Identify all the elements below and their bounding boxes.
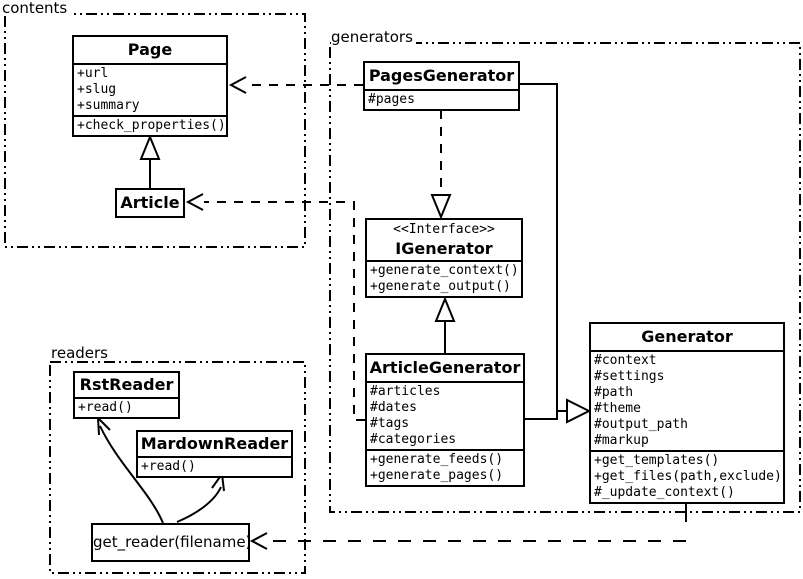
class-articlegenerator-attributes: #articles #dates #tags #categories — [367, 381, 523, 449]
class-articlegenerator-name: ArticleGenerator — [369, 358, 521, 377]
readers-package-label: readers — [51, 345, 111, 361]
attribute: #output_path — [594, 417, 688, 432]
contents-package-frame — [4, 13, 306, 248]
edge-generator-uses-getreader — [249, 502, 687, 550]
open-arrowhead-icon — [228, 76, 247, 94]
edge-article-extends-page — [139, 134, 161, 188]
class-pagesgenerator-attributes: #pages — [365, 89, 518, 109]
method: +generate_context() — [370, 263, 519, 278]
class-pagesgenerator: PagesGenerator #pages — [363, 61, 520, 111]
edge-articlegenerator-uses-article — [185, 193, 365, 421]
contents-package-label: contents — [2, 0, 71, 16]
attribute: #categories — [370, 432, 457, 447]
readers-package-frame — [49, 361, 306, 574]
method: +check_properties() — [77, 118, 226, 133]
interface-igenerator: <<Interface>> IGenerator +generate_conte… — [365, 218, 523, 298]
method: +generate_pages() — [370, 468, 504, 483]
method: +generate_output() — [370, 279, 511, 294]
edge-pagesgenerator-implements-igenerator — [430, 110, 452, 220]
class-pagesgenerator-name: PagesGenerator — [368, 66, 515, 85]
attribute: #settings — [594, 369, 665, 384]
attribute: +summary — [77, 98, 140, 113]
class-page-methods: +check_properties() — [74, 115, 226, 135]
attribute: #path — [594, 385, 634, 400]
generators-package-label: generators — [331, 29, 416, 45]
class-generator: Generator #context #settings #path #them… — [589, 322, 785, 504]
edge-getreader-creates-mardownreader — [176, 471, 225, 523]
attribute: +url — [77, 66, 109, 81]
interface-igenerator-methods: +generate_context() +generate_output() — [367, 260, 521, 296]
inheritance-triangle-icon — [139, 134, 161, 160]
attribute: +slug — [77, 82, 117, 97]
open-arrowhead-icon — [185, 193, 204, 211]
method: #_update_context() — [594, 485, 735, 500]
inheritance-triangle-icon — [434, 296, 456, 322]
class-mardownreader-name: MardownReader — [140, 434, 289, 453]
class-mardownreader: MardownReader +read() — [136, 430, 293, 478]
method: +generate_feeds() — [370, 452, 504, 467]
inheritance-triangle-icon — [566, 398, 592, 424]
class-article-name: Article — [120, 193, 180, 212]
class-rstreader-methods: +read() — [75, 397, 178, 417]
edge-generators-extend-generator — [520, 83, 592, 424]
open-arrowhead-icon — [249, 532, 268, 550]
class-generator-methods: +get_templates() +get_files(path,exclude… — [591, 450, 783, 502]
function-get-reader: get_reader(filename) — [91, 523, 251, 562]
method: +read() — [141, 459, 196, 474]
inheritance-triangle-icon — [430, 194, 452, 220]
method: +get_files(path,exclude) — [594, 469, 782, 484]
attribute: #context — [594, 353, 657, 368]
class-articlegenerator-methods: +generate_feeds() +generate_pages() — [367, 449, 523, 485]
interface-igenerator-header: <<Interface>> IGenerator — [367, 220, 521, 260]
class-page-attributes: +url +slug +summary — [74, 63, 226, 115]
class-generator-name: Generator — [641, 327, 733, 346]
class-articlegenerator: ArticleGenerator #articles #dates #tags … — [365, 353, 525, 487]
edge-articlegenerator-implements-igenerator — [434, 296, 456, 353]
attribute: #markup — [594, 433, 649, 448]
class-page: Page +url +slug +summary +check_properti… — [72, 35, 228, 137]
class-article: Article — [115, 188, 185, 218]
class-mardownreader-methods: +read() — [138, 456, 291, 476]
generators-package-frame — [329, 42, 801, 513]
attribute: #dates — [370, 400, 417, 415]
method: +read() — [78, 400, 133, 415]
attribute: #theme — [594, 401, 641, 416]
class-generator-attributes: #context #settings #path #theme #output_… — [591, 350, 783, 450]
class-rstreader: RstReader +read() — [73, 371, 180, 419]
attribute: #articles — [370, 384, 441, 399]
edge-pagesgenerator-uses-page — [228, 76, 363, 94]
class-page-name: Page — [127, 40, 173, 59]
attribute: #tags — [370, 416, 410, 431]
interface-stereotype: <<Interface>> — [393, 222, 495, 237]
interface-igenerator-name: IGenerator — [395, 239, 493, 258]
class-rstreader-name: RstReader — [79, 375, 174, 394]
method: +get_templates() — [594, 453, 720, 468]
attribute: #pages — [368, 92, 415, 107]
